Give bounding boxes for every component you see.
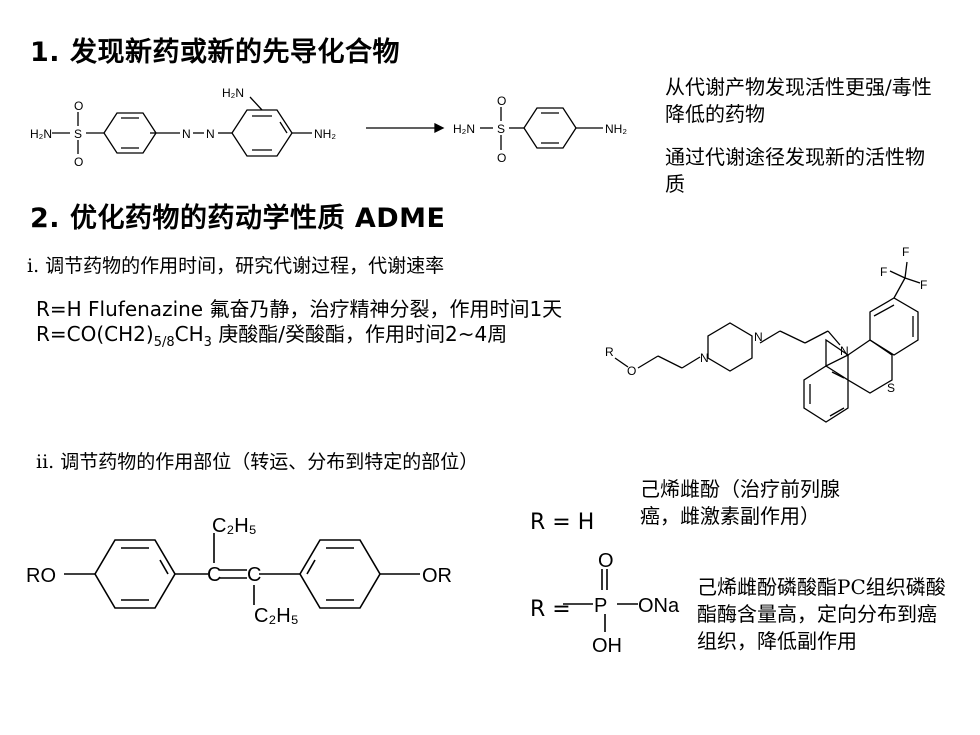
- oh-label: OH: [592, 635, 622, 657]
- o-label-4: O: [497, 151, 506, 165]
- or-label: OR: [422, 565, 452, 587]
- o-label-2: O: [74, 155, 83, 169]
- c2h5-label-bottom: C₂H₅: [254, 605, 299, 627]
- r-equals-label: R =: [530, 597, 571, 622]
- f-label-2: F: [880, 265, 887, 279]
- h2n-label-2: H₂N: [222, 86, 244, 100]
- note-metabolite-discovery: 从代谢产物发现活性更强/毒性降低的药物: [665, 75, 932, 126]
- f-label-3: F: [920, 278, 927, 292]
- item-i-line-1: R=H Flufenazine 氟奋乃静，治疗精神分裂，作用时间1天: [36, 297, 563, 321]
- note-des-phosphate: 己烯雌酚磷酸酯PC组织磷酸酯酶含量高，定向分布到癌组织，降低副作用: [697, 575, 946, 653]
- r-label-fluphenazine: R: [605, 345, 614, 359]
- ona-label: ONa: [638, 595, 680, 617]
- n-label-phenothiazine: N: [840, 344, 849, 358]
- o-label-phosphate: O: [598, 550, 614, 572]
- p-label: P: [594, 595, 607, 617]
- item-i-heading: i. 调节药物的作用时间，研究代谢过程，代谢速率: [27, 255, 445, 277]
- n-label-1: N: [182, 127, 191, 141]
- h2n-label-3: H₂N: [453, 122, 475, 136]
- n-label-2: N: [206, 127, 215, 141]
- heading-2: 2. 优化药物的药动学性质 ADME: [30, 203, 446, 234]
- nh2-label-1: NH₂: [314, 127, 336, 141]
- o-label-1: O: [74, 99, 83, 113]
- c-label-2: C: [247, 564, 261, 586]
- r-equals-h: R = H: [530, 510, 595, 535]
- ro-label: RO: [26, 565, 56, 587]
- o-label-fluphenazine: O: [627, 364, 636, 378]
- note-metabolic-pathway: 通过代谢途径发现新的活性物质: [665, 145, 925, 196]
- f-label-1: F: [902, 245, 909, 259]
- heading-1: 1. 发现新药或新的先导化合物: [30, 37, 400, 68]
- o-label-3: O: [497, 94, 506, 108]
- s-label-phenothiazine: S: [887, 381, 895, 395]
- c2h5-label-top: C₂H₅: [212, 515, 257, 537]
- h2n-label-1: H₂N: [30, 127, 52, 141]
- nh2-label-2: NH₂: [605, 122, 627, 136]
- item-ii-heading: ii. 调节药物的作用部位（转运、分布到特定的部位）: [36, 451, 479, 473]
- s-label-1: S: [74, 127, 82, 141]
- item-i-line-2: R=CO(CH2)5/8CH3 庚酸酯/癸酸酯，作用时间2~4周: [36, 322, 508, 350]
- n-label-pip-2: N: [754, 330, 763, 344]
- n-label-pip-1: N: [700, 351, 709, 365]
- s-label-2: S: [497, 122, 505, 136]
- c-label-1: C: [207, 564, 221, 586]
- note-diethylstilbestrol: 己烯雌酚（治疗前列腺癌，雌激素副作用）: [640, 477, 840, 528]
